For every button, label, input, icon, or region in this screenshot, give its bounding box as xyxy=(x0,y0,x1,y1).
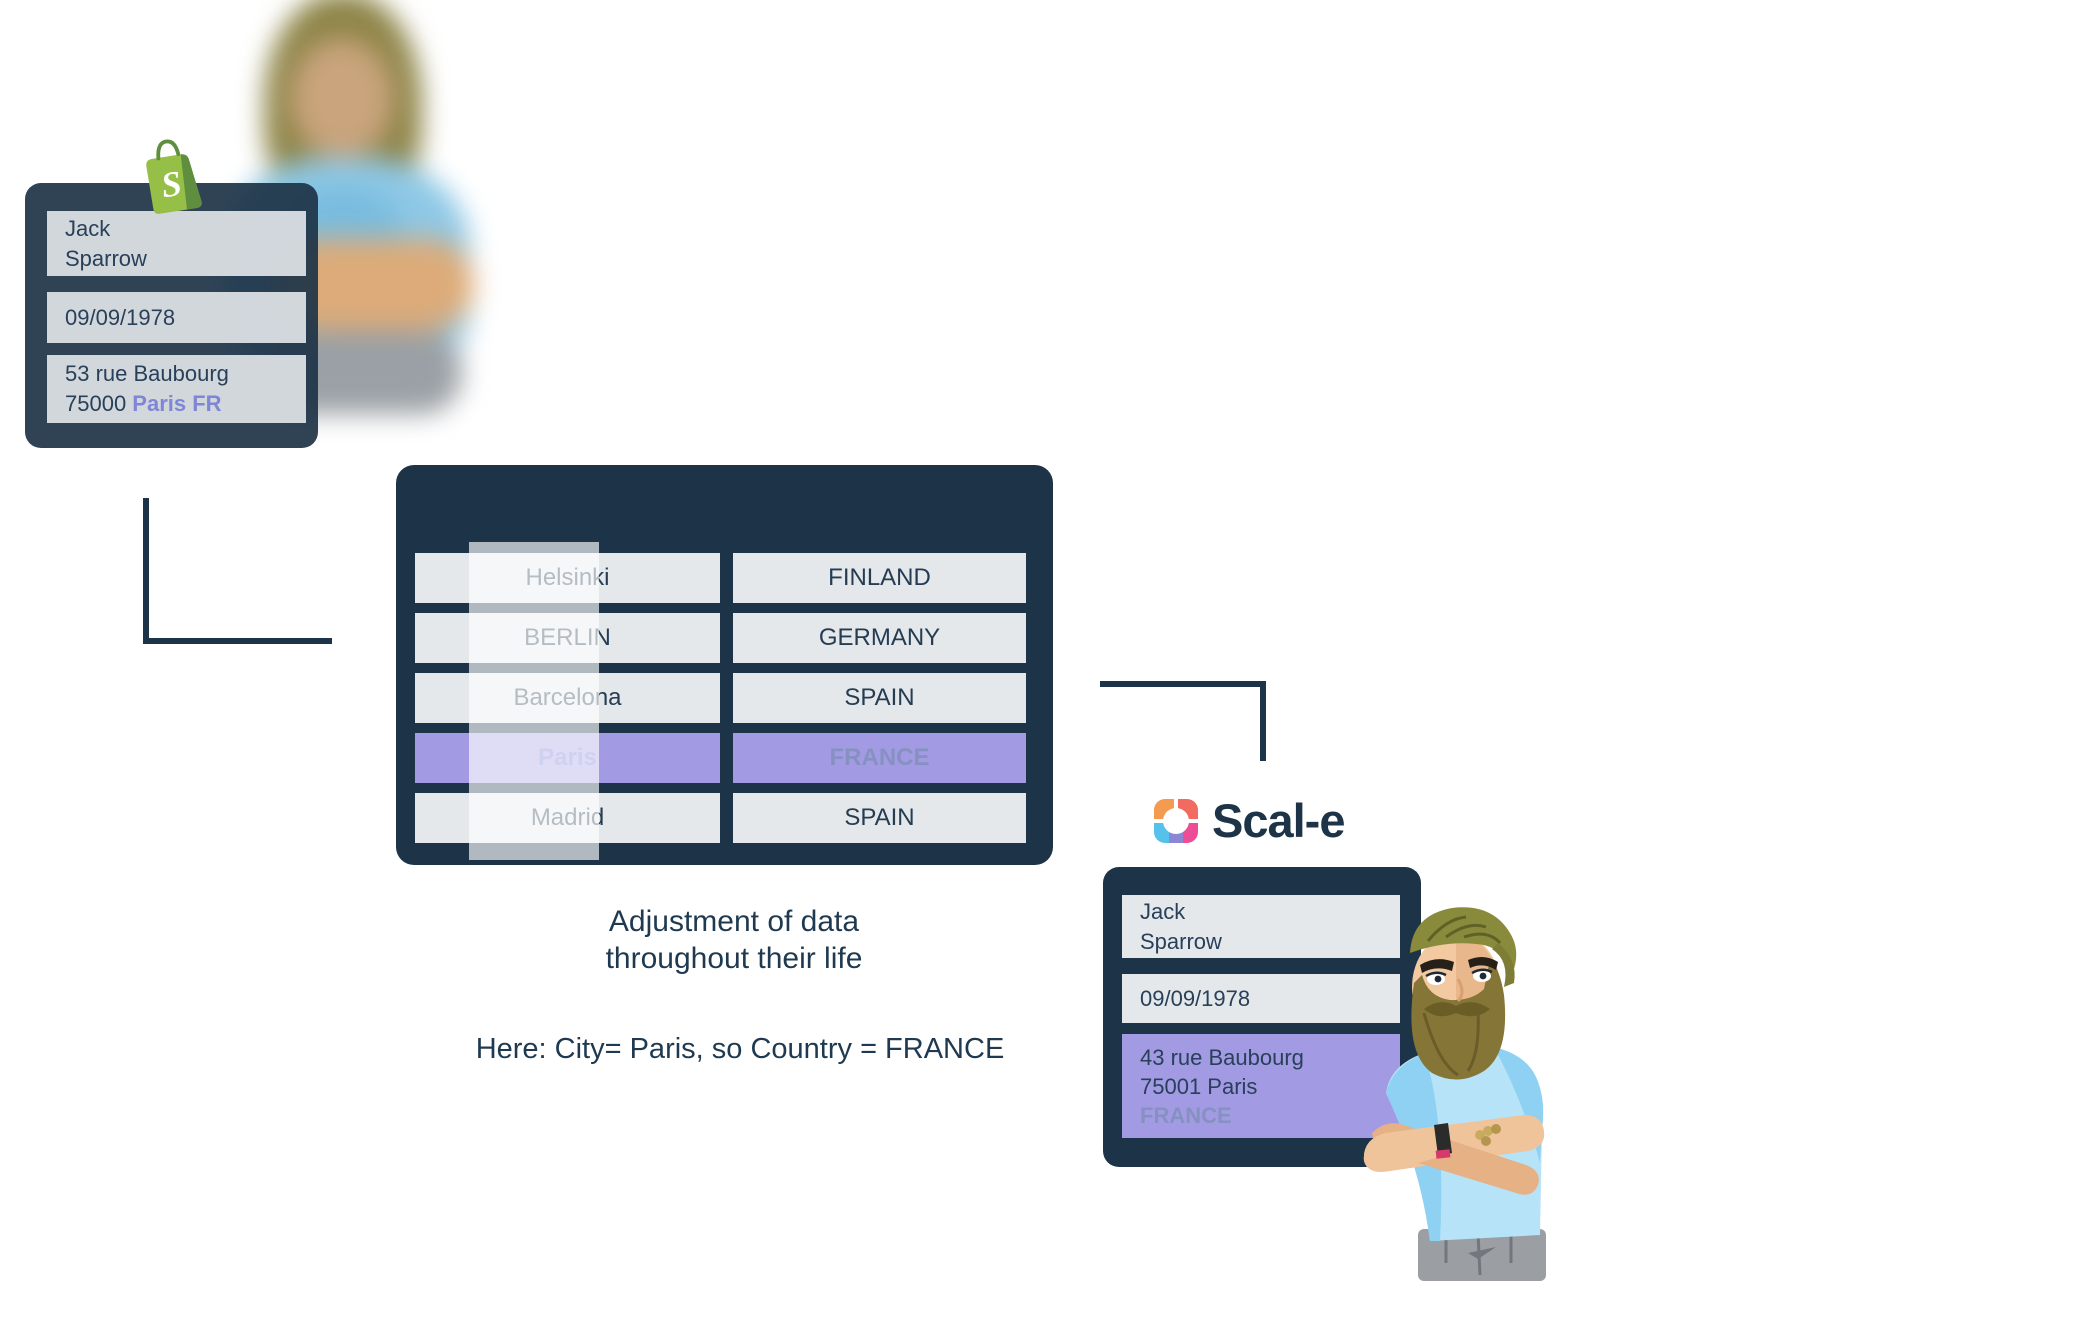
last-name: Sparrow xyxy=(65,245,147,271)
dob-value: 09/09/1978 xyxy=(1140,985,1251,1011)
country-cell: SPAIN xyxy=(733,793,1026,843)
city-column-highlight-band xyxy=(469,542,599,860)
shopify-bag-icon: S xyxy=(146,139,202,214)
connector-right-horizontal xyxy=(1100,681,1266,687)
country-cell: FINLAND xyxy=(733,553,1026,603)
shopify-customer-card: Jack Sparrow 09/09/1978 53 rue Baubourg … xyxy=(25,183,318,448)
address-city-line: 75000 Paris FR xyxy=(65,391,222,416)
country-value: SPAIN xyxy=(844,684,915,711)
scale-customer-card: Jack Sparrow 09/09/1978 43 rue Baubourg … xyxy=(1103,867,1421,1167)
dob-field: 09/09/1978 xyxy=(47,292,306,343)
name-field: Jack Sparrow xyxy=(1122,895,1400,958)
address-country-highlight: FRANCE xyxy=(1140,1102,1232,1128)
country-cell: GERMANY xyxy=(733,613,1026,663)
country-value: GERMANY xyxy=(818,624,941,651)
city-country-mapping-table: HelsinkiFINLANDBERLINGERMANYBarcelonaSPA… xyxy=(396,465,1053,865)
scale-logo-text: Scal-e xyxy=(1212,794,1345,847)
caption-example: Here: City= Paris, so Country = FRANCE xyxy=(475,1033,1005,1065)
scale-logo: Scal-e xyxy=(1154,793,1345,848)
country-cell: FRANCE xyxy=(733,733,1026,783)
scale-icon-center-circle xyxy=(1163,807,1189,834)
first-name: Jack xyxy=(1140,898,1186,924)
dob-field: 09/09/1978 xyxy=(1122,974,1400,1023)
caption-adjustment-line2: throughout their life xyxy=(605,942,863,975)
bearded-man-illustration xyxy=(1363,907,1546,1281)
connector-left-vertical xyxy=(143,498,149,644)
last-name: Sparrow xyxy=(1140,928,1222,954)
address-field-enriched: 43 rue Baubourg 75001 Paris FRANCE xyxy=(1122,1034,1400,1138)
address-city-highlight: Paris FR xyxy=(132,391,222,416)
country-value: SPAIN xyxy=(844,804,915,831)
first-name: Jack xyxy=(65,215,111,241)
caption-adjustment-line1: Adjustment of data xyxy=(608,905,860,938)
dob-value: 09/09/1978 xyxy=(65,304,176,330)
connector-left-horizontal xyxy=(143,638,332,644)
address-city: 75001 Paris xyxy=(1140,1073,1258,1099)
caption-adjustment: Adjustment of data throughout their life xyxy=(484,903,984,977)
address-field: 53 rue Baubourg 75000 Paris FR xyxy=(47,355,306,423)
address-street: 53 rue Baubourg xyxy=(65,361,229,386)
name-field: Jack Sparrow xyxy=(47,211,306,276)
address-street: 43 rue Baubourg xyxy=(1140,1044,1304,1070)
country-value: FRANCE xyxy=(829,744,930,771)
country-value: FINLAND xyxy=(828,564,931,591)
country-cell: SPAIN xyxy=(733,673,1026,723)
scale-color-grid-icon xyxy=(1154,798,1198,843)
connector-right-vertical xyxy=(1260,681,1266,761)
blurred-face xyxy=(290,38,394,158)
